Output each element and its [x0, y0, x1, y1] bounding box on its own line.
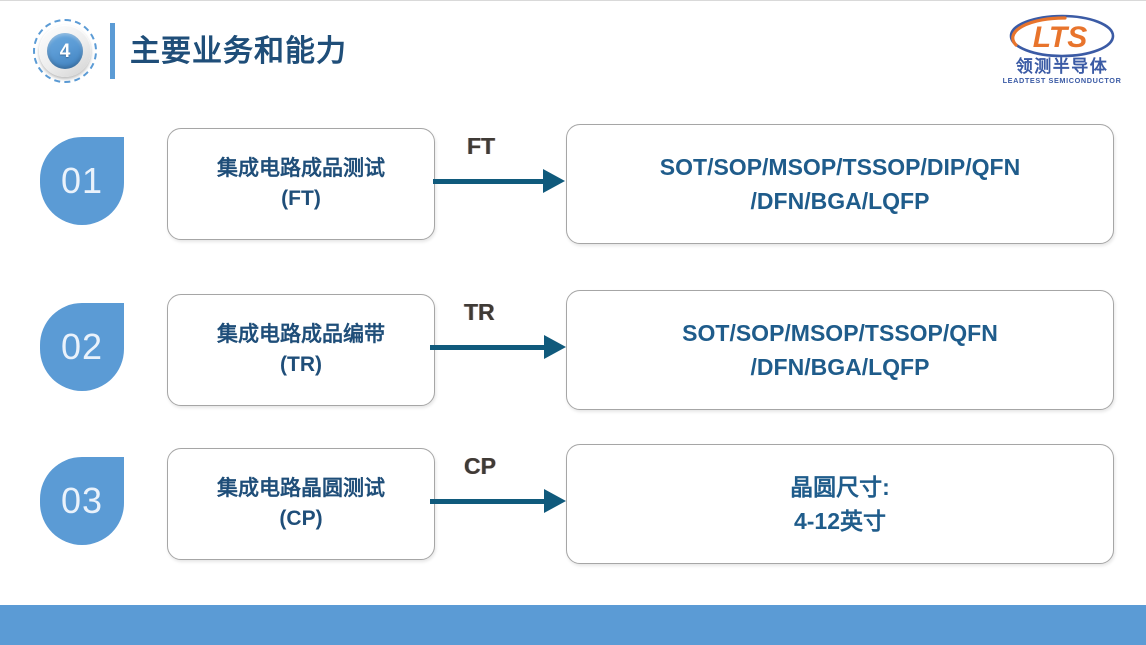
header-divider-bar: [110, 23, 115, 79]
service-row: 02 集成电路成品编带 (TR) TR SOT/SOP/MSOP/TSSOP/Q…: [0, 289, 1146, 410]
service-name-box[interactable]: 集成电路晶圆测试 (CP): [167, 448, 435, 560]
flow-connector: CP: [430, 443, 570, 563]
service-name-label: 集成电路成品编带 (TR): [217, 320, 385, 380]
wafer-size-line1: 晶圆尺寸:: [790, 474, 890, 500]
row-number-badge: 01: [40, 137, 124, 225]
flow-connector: FT: [433, 123, 573, 243]
step-badge-ring: 4: [39, 25, 91, 77]
service-name-line1: 集成电路成品编带: [217, 323, 385, 346]
package-types-box[interactable]: SOT/SOP/MSOP/TSSOP/DIP/QFN /DFN/BGA/LQFP: [566, 124, 1114, 244]
page-title: 主要业务和能力: [130, 35, 347, 68]
service-row: 01 集成电路成品测试 (FT) FT SOT/SOP/MSOP/TSSOP/D…: [0, 123, 1146, 244]
arrow-head-icon: [543, 169, 565, 193]
logo-graphic: LTS 领测半导体 LEADTEST SEMICONDUCTOR: [1003, 14, 1122, 85]
service-name-line1: 集成电路成品测试: [217, 157, 385, 180]
slide-header: 4 主要业务和能力 LTS 领测半导体 LEADTEST SEMICONDUCT…: [0, 1, 1146, 101]
footer-accent-bar: [0, 605, 1146, 645]
wafer-size-box[interactable]: 晶圆尺寸: 4-12英寸: [566, 444, 1114, 564]
row-number-badge: 02: [40, 303, 124, 391]
service-row: 03 集成电路晶圆测试 (CP) CP 晶圆尺寸: 4-12英寸: [0, 443, 1146, 564]
step-number-badge: 4: [33, 19, 97, 83]
package-types-box[interactable]: SOT/SOP/MSOP/TSSOP/QFN /DFN/BGA/LQFP: [566, 290, 1114, 410]
package-types-label: SOT/SOP/MSOP/TSSOP/DIP/QFN /DFN/BGA/LQFP: [660, 150, 1020, 218]
service-name-line2: (FT): [281, 187, 321, 210]
connector-label: FT: [467, 133, 496, 159]
service-name-line2: (TR): [280, 353, 322, 376]
service-name-line1: 集成电路晶圆测试: [217, 477, 385, 500]
service-name-box[interactable]: 集成电路成品测试 (FT): [167, 128, 435, 240]
service-name-line2: (CP): [279, 507, 323, 530]
svg-text:LTS: LTS: [1033, 21, 1087, 54]
step-badge-number: 4: [47, 33, 83, 69]
service-name-box[interactable]: 集成电路成品编带 (TR): [167, 294, 435, 406]
service-name-label: 集成电路成品测试 (FT): [217, 154, 385, 214]
arrow-head-icon: [544, 489, 566, 513]
connector-label: TR: [464, 299, 495, 325]
service-name-label: 集成电路晶圆测试 (CP): [217, 474, 385, 534]
flow-connector: TR: [430, 289, 570, 409]
row-number-badge: 03: [40, 457, 124, 545]
package-types-line2: /DFN/BGA/LQFP: [750, 188, 930, 214]
wafer-size-label: 晶圆尺寸: 4-12英寸: [790, 470, 890, 538]
arrow-head-icon: [544, 335, 566, 359]
package-types-line2: /DFN/BGA/LQFP: [750, 354, 930, 380]
wafer-size-line2: 4-12英寸: [793, 508, 887, 534]
package-types-line1: SOT/SOP/MSOP/TSSOP/QFN: [682, 320, 998, 346]
arrow-line-icon: [433, 179, 551, 184]
svg-text:领测半导体: 领测半导体: [1016, 56, 1109, 76]
arrow-line-icon: [430, 345, 552, 350]
connector-label: CP: [464, 453, 496, 479]
svg-text:LEADTEST SEMICONDUCTOR: LEADTEST SEMICONDUCTOR: [1003, 76, 1122, 85]
company-logo: LTS 领测半导体 LEADTEST SEMICONDUCTOR: [1002, 9, 1122, 87]
package-types-line1: SOT/SOP/MSOP/TSSOP/DIP/QFN: [659, 154, 1021, 180]
package-types-label: SOT/SOP/MSOP/TSSOP/QFN /DFN/BGA/LQFP: [682, 316, 998, 384]
arrow-line-icon: [430, 499, 552, 504]
